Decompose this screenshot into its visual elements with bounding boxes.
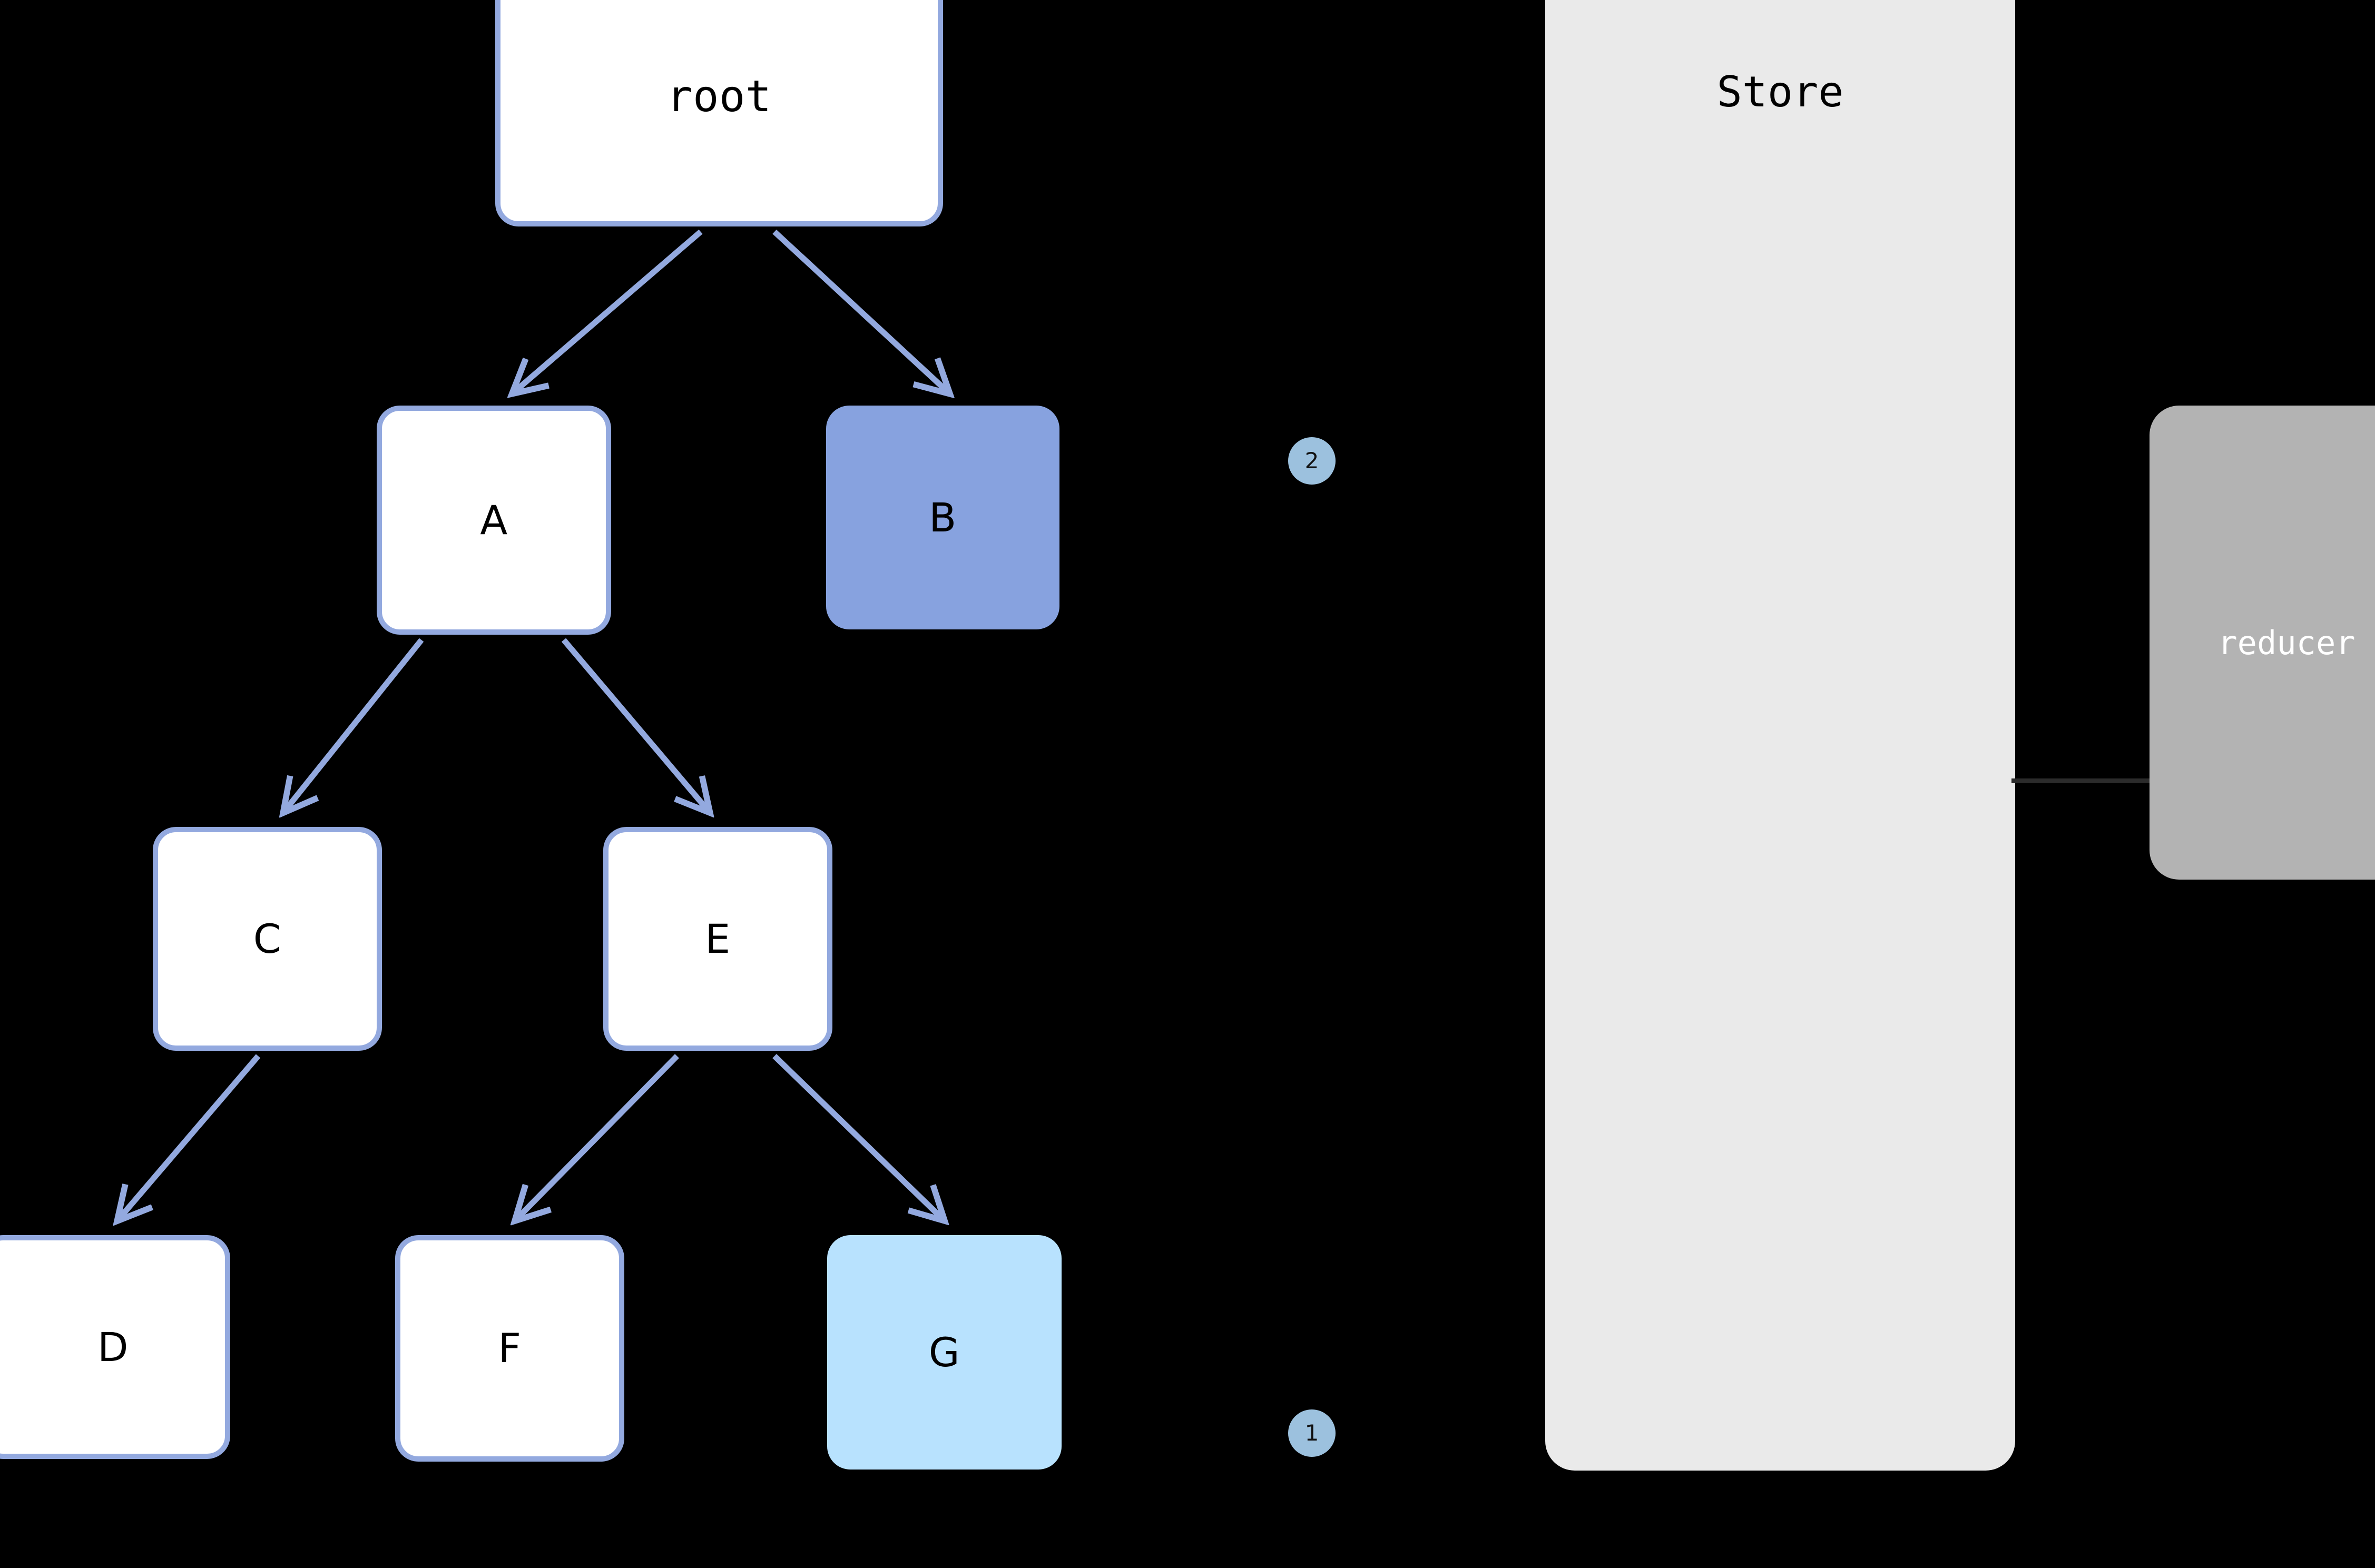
store-panel-label: Store [1716,67,1844,116]
tree-node-e[interactable]: E [603,827,832,1051]
tree-node-c[interactable]: C [153,827,382,1051]
step-badge-2[interactable]: 2 [1288,437,1336,485]
reducer-panel-label: reducer [2217,623,2356,662]
edge-c-d [119,1054,261,1219]
store-panel[interactable]: Store [1545,0,2015,1471]
tree-node-c-label: C [253,915,282,962]
tree-node-e-label: E [705,915,731,962]
tree-node-root-label: root [666,72,772,122]
reducer-panel[interactable]: reducer [2150,406,2375,880]
tree-node-d[interactable]: D [0,1235,230,1459]
tree-node-a[interactable]: A [377,406,611,635]
step-badge-1[interactable]: 1 [1288,1409,1336,1457]
edge-e-g [772,1054,943,1219]
tree-node-d-label: D [97,1323,129,1370]
tree-node-f[interactable]: F [395,1235,624,1462]
tree-node-b[interactable]: B [826,406,1059,629]
tree-node-b-label: B [929,494,957,541]
edge-a-e [561,638,709,811]
step-badge-1-label: 1 [1304,1420,1319,1446]
tree-node-g[interactable]: G [827,1235,1062,1470]
tree-node-f-label: F [498,1325,522,1372]
edge-root-a [514,229,703,392]
edge-a-c [284,638,424,811]
step-badge-2-label: 2 [1304,448,1319,474]
store-reducer-connector [2011,778,2153,783]
tree-node-g-label: G [928,1328,960,1376]
tree-node-a-label: A [480,496,508,544]
edge-root-b [772,229,948,392]
edge-e-f [516,1054,679,1219]
tree-node-root[interactable]: root [495,0,943,226]
